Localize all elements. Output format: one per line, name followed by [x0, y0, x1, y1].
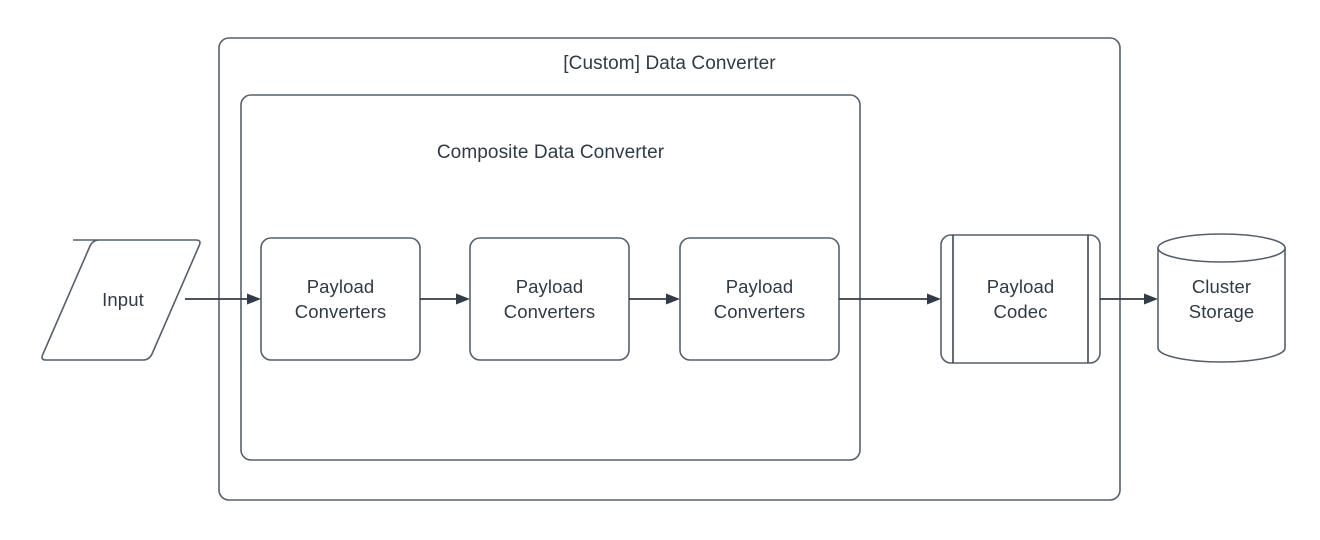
node-payload-converters-2-label: Payload Converters	[503, 276, 596, 322]
node-cluster-storage-label: Cluster Storage	[1188, 276, 1255, 322]
node-payload-codec-shape[interactable]	[940, 234, 1101, 364]
cluster-storage-top-ellipse	[1157, 233, 1286, 263]
node-input-shape[interactable]	[41, 239, 201, 361]
connector-converters-3-to-codec[interactable]	[839, 293, 941, 305]
arrow-head-icon	[247, 293, 261, 305]
node-payload-converters-3-label: Payload Converters	[713, 276, 806, 322]
arrow-head-icon	[1144, 293, 1158, 305]
arrow-head-icon	[927, 293, 941, 305]
connector-converters-2-to-converters-3[interactable]	[629, 293, 680, 305]
container-composite-data-converter-label: Composite Data Converter	[436, 142, 665, 163]
container-custom-data-converter-label: [Custom] Data Converter	[563, 53, 776, 74]
node-payload-codec-label: Payload Codec	[986, 276, 1055, 322]
cluster-storage-body	[1157, 247, 1286, 363]
node-cluster-storage-shape[interactable]	[1157, 233, 1286, 363]
arrow-head-icon	[666, 293, 680, 305]
connector-converters-1-to-converters-2[interactable]	[420, 293, 470, 305]
node-input-label: Input	[102, 289, 144, 310]
connector-input-to-converters-1[interactable]	[185, 293, 261, 305]
node-payload-converters-1-label: Payload Converters	[294, 276, 387, 322]
arrow-head-icon	[456, 293, 470, 305]
connector-codec-to-cluster-storage[interactable]	[1100, 293, 1158, 305]
